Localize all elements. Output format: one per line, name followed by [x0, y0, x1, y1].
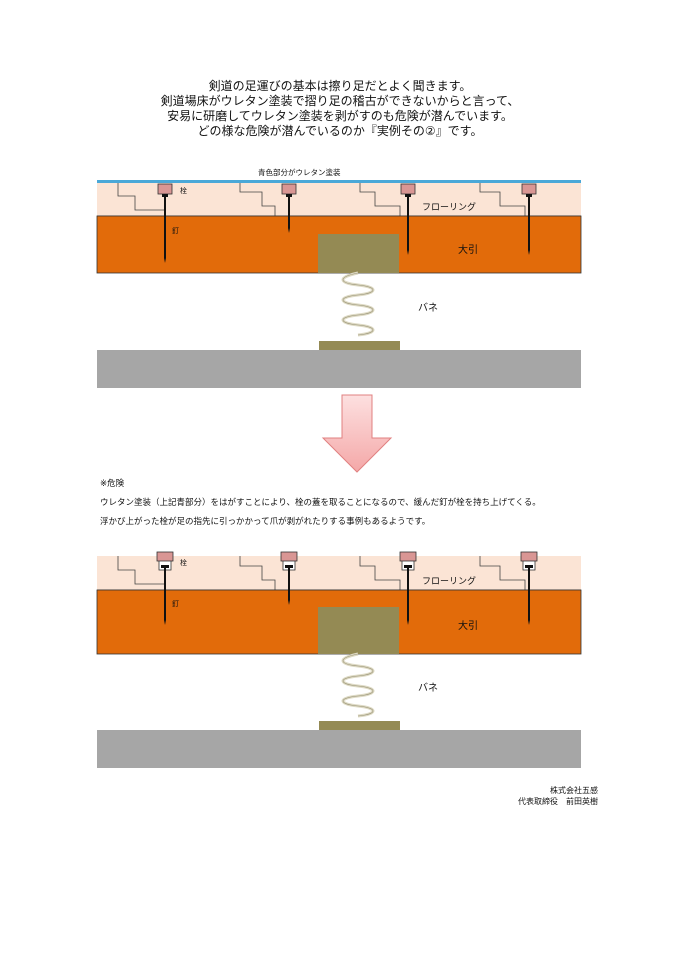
plug: [400, 183, 416, 195]
plug: [156, 551, 174, 562]
warning-text: ウレタン塗装（上記青部分）をはがすことにより、栓の蓋を取ることになるので、緩んだ…: [100, 498, 541, 508]
nail: [528, 568, 530, 625]
flooring-label: フローリング: [422, 201, 476, 213]
warning-block: ※危険 ウレタン塗装（上記青部分）をはがすことにより、栓の蓋を取ることになるので…: [100, 475, 541, 532]
plug-nail-set: [281, 183, 297, 233]
spring-label: バネ: [418, 682, 438, 694]
support-block: [318, 234, 399, 273]
floor-diagram-coated: 青色部分がウレタン塗装 栓 釘 フローリング 大引: [96, 167, 582, 388]
title-line: 剣道場床がウレタン塗装で摺り足の稽古ができないからと言って、: [160, 94, 520, 108]
plug-nail-set: [156, 551, 174, 625]
plug: [399, 551, 417, 562]
warning-heading: ※危険: [100, 479, 125, 489]
plug-nail-set: [157, 183, 173, 263]
urethane-coating: [97, 180, 581, 183]
plug: [521, 183, 537, 195]
nail: [164, 197, 166, 263]
plug-label: 栓: [180, 558, 187, 567]
plug: [281, 183, 297, 195]
concrete-base: [97, 350, 581, 388]
footer-signature: 株式会社五感 代表取締役 前田英樹: [518, 785, 598, 807]
nail: [407, 197, 409, 255]
company-name: 株式会社五感: [550, 786, 598, 795]
warning-text: 浮かび上がった栓が足の指先に引っかかって爪が剥がれたりする事例もあるようです。: [100, 517, 431, 527]
spring-label: バネ: [418, 302, 438, 314]
nail: [407, 568, 409, 625]
page-title: 剣道の足運びの基本は擦り足だとよく聞きます。 剣道場床がウレタン塗装で摺り足の稽…: [0, 79, 680, 139]
concrete-base: [97, 730, 581, 768]
nail: [288, 197, 290, 233]
plug: [157, 183, 173, 195]
title-line: どの様な危険が潜んでいるのか『実例その②』です。: [197, 124, 483, 138]
nail: [528, 197, 530, 255]
down-arrow-icon: [321, 394, 393, 473]
plug: [520, 551, 538, 562]
beam-label: 大引: [458, 619, 478, 632]
nail-label: 釘: [172, 599, 179, 608]
beam-label: 大引: [458, 243, 478, 256]
nail: [288, 568, 290, 605]
plug-nail-set: [280, 551, 298, 605]
flooring-label: フローリング: [422, 575, 476, 587]
coating-label: 青色部分がウレタン塗装: [258, 167, 341, 177]
spring: [341, 271, 375, 337]
plug-nail-set: [400, 183, 416, 255]
title-line: 剣道の足運びの基本は擦り足だとよく聞きます。: [208, 79, 472, 93]
title-line: 安易に研磨してウレタン塗装を剥がすのも危険が潜んでいます。: [167, 109, 513, 123]
spring: [341, 652, 375, 718]
spring-base-plate: [319, 341, 400, 350]
plug-nail-set: [399, 551, 417, 625]
flooring-joints: [117, 556, 526, 590]
representative-name: 代表取締役 前田英樹: [518, 797, 598, 806]
plug-nail-set: [521, 183, 537, 255]
support-block: [318, 607, 399, 654]
plug-label: 栓: [180, 186, 187, 195]
nail: [164, 568, 166, 625]
spring-base-plate: [319, 721, 400, 730]
nail-label: 釘: [172, 226, 179, 235]
floor-diagram-stripped: 栓 釘 フローリング 大引 バネ: [96, 551, 582, 768]
plug-nail-set: [520, 551, 538, 625]
plug: [280, 551, 298, 562]
